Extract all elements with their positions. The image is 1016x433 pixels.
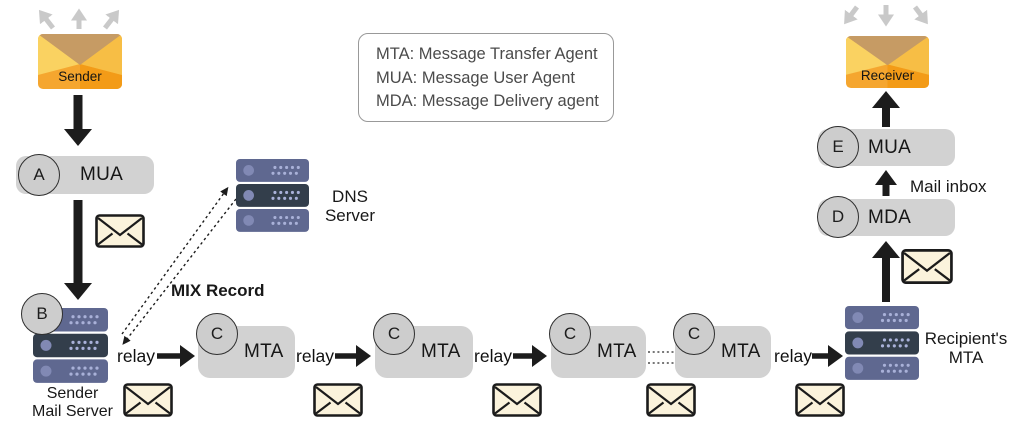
legend-line-mta: MTA: Message Transfer Agent (376, 45, 598, 63)
step-badge-c3: C (549, 313, 591, 355)
dns-server-icon (236, 159, 309, 232)
mua-receiver-label: MUA (868, 136, 912, 158)
mta-label-1: MTA (244, 341, 284, 362)
step-badge-c1-label: C (210, 324, 224, 343)
dns-server-label: DNS Server (316, 187, 384, 225)
mta-box-3: C MTA (549, 313, 646, 378)
mix-record-label: MIX Record (171, 281, 265, 300)
step-badge-c4: C (673, 313, 715, 355)
step-badge-c2-label: C (387, 324, 401, 343)
legend-line-mua: MUA: Message User Agent (376, 68, 575, 87)
step-badge-e: E (817, 126, 859, 168)
step-badge-b: B (21, 293, 63, 335)
recipient-mta-label-line2: MTA (948, 348, 984, 367)
sender-envelope-icon: Sender (38, 34, 122, 89)
step-badge-c3-label: C (563, 324, 577, 343)
dotted-link-mta3-mta4 (648, 351, 674, 364)
recipient-mta-label: Recipient's MTA (918, 329, 1014, 367)
step-badge-e-label: E (832, 137, 844, 156)
mail-envelope-icon (795, 383, 845, 422)
mail-envelope-icon (95, 214, 145, 253)
mail-envelope-icon (646, 383, 696, 422)
mda-label: MDA (868, 206, 912, 228)
step-badge-c1: C (196, 313, 238, 355)
mta-label-2: MTA (421, 341, 461, 362)
receiver-incoming-arrows-icon (844, 5, 928, 27)
mail-envelope-icon (901, 248, 953, 290)
recipient-mta-server-icon (845, 306, 919, 380)
relay-label-2: relay (296, 346, 334, 366)
dns-server-label-line1: DNS (332, 187, 368, 206)
receiver-label: Receiver (860, 68, 915, 83)
step-badge-d: D (817, 196, 859, 238)
mua-receiver-box: E MUA (817, 126, 955, 168)
sender-mail-server-label: Sender Mail Server (5, 385, 140, 421)
step-badge-c2: C (373, 313, 415, 355)
mta-box-2: C MTA (373, 313, 473, 378)
mail-envelope-icon (123, 383, 173, 422)
mail-envelope-icon (313, 383, 363, 422)
mail-inbox-label: Mail inbox (910, 177, 987, 196)
mua-sender-label: MUA (80, 164, 124, 185)
mua-sender-box: A MUA (16, 154, 154, 196)
dns-server-label-line2: Server (324, 206, 376, 225)
mail-envelope-icon (492, 383, 542, 422)
step-badge-c4-label: C (687, 324, 701, 343)
legend-box: MTA: Message Transfer Agent MUA: Message… (358, 33, 614, 122)
step-badge-a-label: A (33, 165, 45, 184)
step-badge-b-label: B (36, 304, 48, 323)
mda-box: D MDA (817, 196, 955, 238)
relay-label-1: relay (117, 346, 155, 366)
step-badge-d-label: D (831, 207, 845, 226)
sender-label: Sender (58, 69, 102, 84)
legend-line-mda: MDA: Message Delivery agent (376, 92, 599, 110)
mta-label-4: MTA (721, 341, 761, 362)
mta-box-4: C MTA (673, 313, 771, 378)
sender-mail-server-label-line1: Sender (46, 385, 99, 402)
sender-mail-server-label-line2: Mail Server (32, 403, 113, 420)
relay-label-3: relay (474, 346, 512, 366)
step-badge-a: A (18, 154, 60, 196)
receiver-envelope-icon: Receiver (846, 36, 929, 88)
recipient-mta-label-line1: Recipient's (924, 329, 1008, 348)
mta-label-3: MTA (597, 341, 637, 362)
sender-outgoing-arrows-icon (38, 8, 120, 30)
mta-box-1: C MTA (196, 313, 295, 378)
relay-label-4: relay (774, 346, 812, 366)
